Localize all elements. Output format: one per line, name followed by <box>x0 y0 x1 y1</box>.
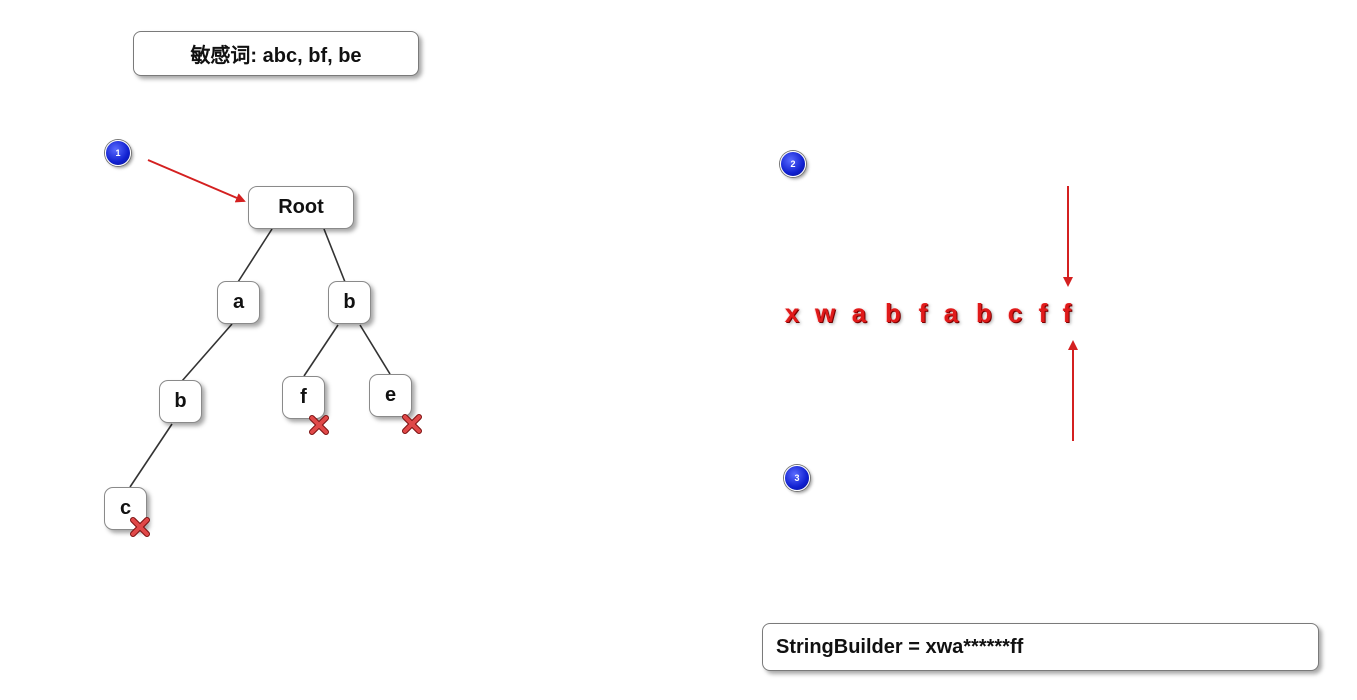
step-2-label: 2 <box>790 159 796 169</box>
trie-root-node: Root <box>248 186 354 229</box>
edge-b-f <box>303 324 339 377</box>
edge-root-a <box>237 228 273 283</box>
trie-node-f: f <box>282 376 325 419</box>
text-char: x <box>784 298 800 328</box>
cross-icon <box>402 414 422 434</box>
step-3-label: 3 <box>794 473 800 483</box>
text-char: f <box>1038 298 1048 328</box>
text-char: f <box>918 298 928 328</box>
start-arrow <box>147 159 246 203</box>
step-1-badge: 1 <box>105 140 131 166</box>
cross-icon <box>309 415 329 435</box>
text-char: b <box>976 298 992 328</box>
trie-node-c: c <box>104 487 147 530</box>
text-char: f <box>1062 298 1072 328</box>
trie-edges <box>129 228 391 488</box>
string-builder-result: StringBuilder = xwa******ff <box>762 623 1319 671</box>
text-char: c <box>1007 298 1023 328</box>
trie-node-b-left: b <box>159 380 202 423</box>
step-3-badge: 3 <box>784 465 810 491</box>
edge-b-e <box>359 324 391 375</box>
edge-a-b <box>181 323 233 382</box>
trie-node-e: e <box>369 374 412 417</box>
trie-node-b-top: b <box>328 281 371 324</box>
sensitive-words-title: 敏感词: abc, bf, be <box>133 31 419 76</box>
text-char: a <box>943 298 959 328</box>
edge-root-b <box>323 228 346 283</box>
step-2-badge: 2 <box>780 151 806 177</box>
trie-node-a: a <box>217 281 260 324</box>
text-char: b <box>885 298 901 328</box>
edge-b-c <box>129 423 173 488</box>
cross-icon <box>130 517 150 537</box>
text-char: w <box>815 298 836 328</box>
text-char: a <box>851 298 867 328</box>
step-1-label: 1 <box>115 148 121 158</box>
